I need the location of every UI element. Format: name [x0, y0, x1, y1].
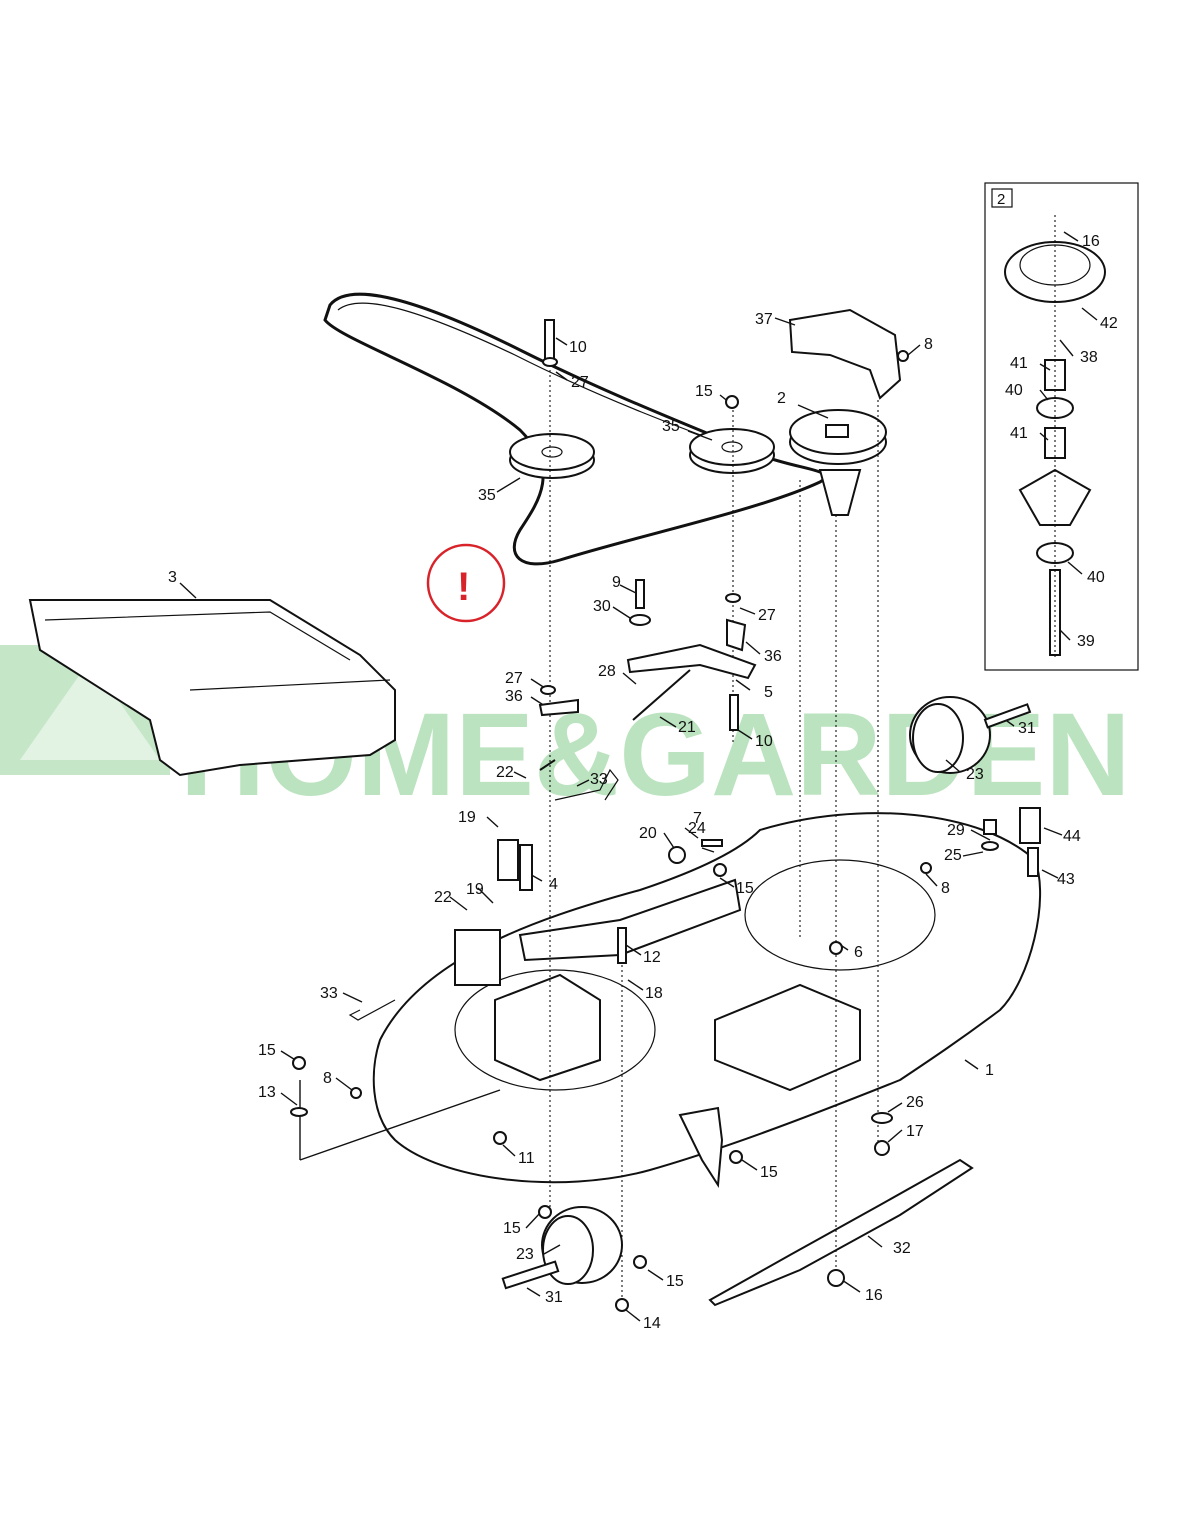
inset-callout-41: 41 — [1010, 355, 1028, 372]
inset-callout-40: 40 — [1087, 569, 1105, 586]
callout-12: 12 — [643, 949, 661, 966]
callout-24: 24 — [688, 820, 706, 837]
inset-callout-40: 40 — [1005, 382, 1023, 399]
callout-4: 4 — [549, 876, 558, 893]
callout-15: 15 — [258, 1042, 276, 1059]
belt-guard-bracket — [788, 308, 902, 400]
callout-27: 27 — [758, 607, 776, 624]
leader-lines — [179, 231, 1098, 1322]
callout-15: 15 — [666, 1273, 684, 1290]
inset-callout-41: 41 — [1010, 425, 1028, 442]
spindle-pulley — [789, 409, 887, 516]
inset-callout-39: 39 — [1077, 633, 1095, 650]
callout-15: 15 — [760, 1164, 778, 1181]
callout-7: 7 — [693, 810, 702, 827]
callout-19: 19 — [458, 809, 476, 826]
callout-31: 31 — [1018, 720, 1036, 737]
callout-36: 36 — [764, 648, 782, 665]
callout-44: 44 — [1063, 828, 1081, 845]
callout-27: 27 — [571, 374, 589, 391]
discharge-chute — [28, 599, 396, 777]
callout-15: 15 — [736, 880, 754, 897]
callout-20: 20 — [639, 825, 657, 842]
callout-3: 3 — [168, 569, 177, 586]
callout-18: 18 — [645, 985, 663, 1002]
callout-10: 10 — [755, 733, 773, 750]
callout-8: 8 — [941, 880, 950, 897]
callout-43: 43 — [1057, 871, 1075, 888]
callout-14: 14 — [643, 1315, 661, 1332]
mower-blade — [708, 1158, 974, 1307]
idler-pulley-left — [509, 433, 595, 479]
callout-22: 22 — [496, 764, 514, 781]
callout-27: 27 — [505, 670, 523, 687]
callout-33: 33 — [590, 771, 608, 788]
callout-25: 25 — [944, 847, 962, 864]
assembly-axis-lines — [549, 215, 1056, 1300]
callout-9: 9 — [612, 574, 621, 591]
inset-number: 2 — [997, 191, 1005, 208]
callout-10: 10 — [569, 339, 587, 356]
warning-icon: ! — [457, 565, 470, 609]
callout-29: 29 — [947, 822, 965, 839]
anti-scalp-wheel-right — [909, 696, 991, 774]
callout-35: 35 — [478, 487, 496, 504]
callout-21: 21 — [678, 719, 696, 736]
idler-pulley-right — [689, 428, 775, 474]
callout-1: 1 — [985, 1062, 994, 1079]
callout-labels: 10 27 15 2 37 8 35 35 3 9 30 27 36 28 5 … — [168, 233, 1118, 1332]
callout-15: 15 — [503, 1220, 521, 1237]
callout-26: 26 — [906, 1094, 924, 1111]
callout-17: 17 — [906, 1123, 924, 1140]
inset-callout-16: 16 — [1082, 233, 1100, 250]
callout-8: 8 — [323, 1070, 332, 1087]
callout-37: 37 — [755, 311, 773, 328]
callout-5: 5 — [764, 684, 773, 701]
callout-32: 32 — [893, 1240, 911, 1257]
callout-2: 2 — [777, 390, 786, 407]
callout-22: 22 — [434, 889, 452, 906]
inset-callout-38: 38 — [1080, 349, 1098, 366]
callout-30: 30 — [593, 598, 611, 615]
callout-6: 6 — [854, 944, 863, 961]
callout-23: 23 — [966, 766, 984, 783]
callout-16: 16 — [865, 1287, 883, 1304]
warning-marker: ! — [426, 543, 506, 623]
deck-belt — [323, 292, 827, 566]
spindle-assembly-inset: 2 — [984, 182, 1139, 671]
callout-11: 11 — [518, 1150, 535, 1167]
callout-8: 8 — [924, 336, 933, 353]
callout-19: 19 — [466, 881, 484, 898]
callout-15: 15 — [695, 383, 713, 400]
inset-callout-42: 42 — [1100, 315, 1118, 332]
hardware-parts — [290, 319, 1041, 1312]
callout-36: 36 — [505, 688, 523, 705]
callout-23: 23 — [516, 1246, 534, 1263]
mower-deck-shell — [372, 812, 1042, 1184]
callout-35: 35 — [662, 418, 680, 435]
callout-28: 28 — [598, 663, 616, 680]
callout-13: 13 — [258, 1084, 276, 1101]
callout-33: 33 — [320, 985, 338, 1002]
callout-31: 31 — [545, 1289, 563, 1306]
